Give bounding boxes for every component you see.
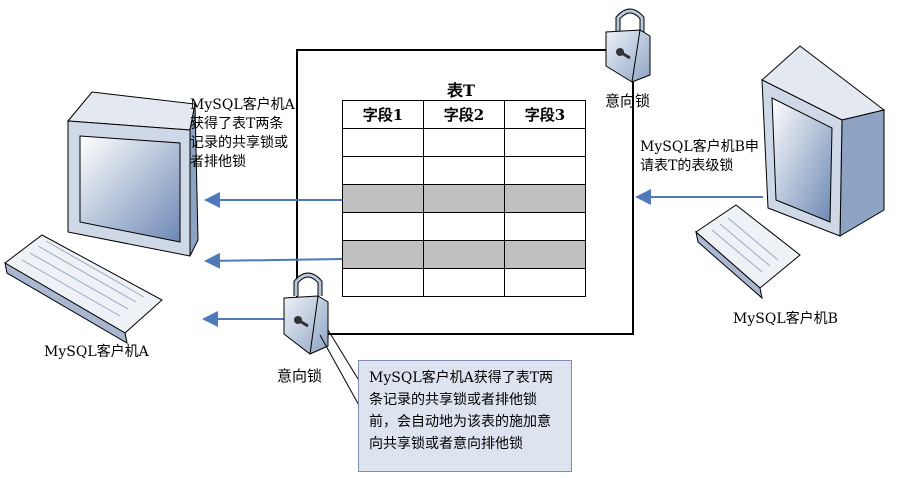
table-row [342, 156, 586, 185]
table-cell [423, 240, 505, 269]
client-b-name: MySQL客户机B [733, 311, 838, 327]
padlock-top-icon [605, 8, 651, 83]
callout-line: 向共享锁或者意向排他锁 [369, 436, 523, 452]
callout-line: 前，会自动地为该表的施加意 [369, 414, 551, 430]
table-cell [342, 184, 424, 213]
client-a-description-line: MySQL客户机A [190, 97, 295, 113]
table-title: 表T [447, 81, 475, 100]
table-row [342, 128, 586, 157]
arrow-to-client-a-2 [204, 252, 343, 269]
intent-lock-top-label: 意向锁 [605, 92, 651, 110]
table-cell [342, 212, 424, 241]
intent-lock-bottom-label: 意向锁 [277, 367, 323, 385]
column-header: 字段3 [504, 100, 586, 129]
table-cell [504, 128, 586, 157]
column-header: 字段2 [423, 100, 505, 129]
table-row [342, 184, 586, 213]
callout-line: 条记录的共享锁或者排他锁 [369, 392, 537, 408]
client-a-computer-icon [66, 91, 199, 257]
client-a-description-line: 记录的共享锁或 [190, 135, 288, 151]
table-cell [504, 212, 586, 241]
table-cell [504, 184, 586, 213]
table-body [342, 128, 586, 297]
client-b-keyboard-icon [695, 204, 801, 300]
table-cell [423, 128, 505, 157]
table-cell [504, 240, 586, 269]
table-cell [423, 156, 505, 185]
table-cell [423, 268, 505, 297]
table-cell [342, 268, 424, 297]
client-a-name: MySQL客户机A [44, 344, 149, 360]
table-cell [504, 268, 586, 297]
table-cell [342, 240, 424, 269]
client-b-computer-icon [761, 45, 886, 237]
client-a-description-line: 者排他锁 [190, 154, 246, 170]
client-a-keyboard-icon [4, 234, 163, 344]
table-cell [423, 184, 505, 213]
client-a-description: MySQL客户机A 获得了表T两条 记录的共享锁或 者排他锁 [190, 96, 295, 172]
table-cell [342, 156, 424, 185]
table-row [342, 268, 586, 297]
client-b-description-line: MySQL客户机B申 [640, 139, 759, 155]
table-cell [342, 128, 424, 157]
table-header-row: 字段1 字段2 字段3 [342, 100, 586, 129]
column-header: 字段1 [342, 100, 424, 129]
table-t: 字段1 字段2 字段3 [342, 100, 586, 297]
client-a-description-line: 获得了表T两条 [190, 116, 284, 132]
table-row [342, 212, 586, 241]
callout-line: MySQL客户机A获得了表T两 [369, 370, 554, 386]
table-cell [423, 212, 505, 241]
padlock-bottom-icon [283, 272, 329, 355]
table-row [342, 240, 586, 269]
client-b-description-line: 请表T的表级锁 [640, 158, 734, 174]
client-b-description: MySQL客户机B申 请表T的表级锁 [640, 138, 759, 176]
table-cell [504, 156, 586, 185]
callout-box: MySQL客户机A获得了表T两 条记录的共享锁或者排他锁 前，会自动地为该表的施… [358, 360, 572, 472]
